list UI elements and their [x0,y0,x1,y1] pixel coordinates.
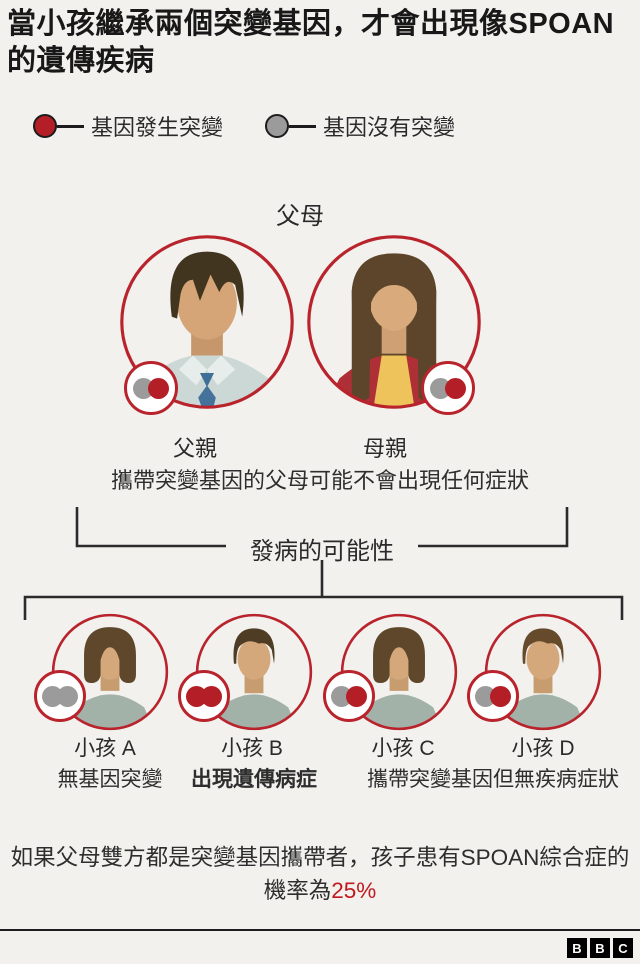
gene-dot-mutated [346,685,367,707]
footer-line1: 如果父母雙方都是突變基因攜帶者，孩子患有SPOAN綜合症的 [10,845,630,870]
footer-highlight: 25% [331,878,377,903]
child-d-avatar-graphic [484,613,602,731]
child-d-avatar [484,613,602,731]
child-b-avatar [195,613,313,731]
footer-divider [0,929,640,931]
legend-dash [57,124,84,128]
legend-dash [289,124,316,128]
bbc-logo: B B C [567,938,633,958]
mother-gene-badge [421,361,475,415]
child-b-avatar-graphic [195,613,313,731]
child-a-label: 小孩 A [74,737,136,760]
outcome-bracket-label: 發病的可能性 [250,538,394,565]
parents-caption: 攜帶突變基因的父母可能不會出現任何症狀 [110,468,529,493]
child-b-gene-badge [178,670,230,722]
child-a-avatar [51,613,169,731]
bbc-logo-block: C [613,938,633,958]
gene-dot-mutated [490,685,511,707]
gene-dot-mutated [201,685,222,707]
page-title: 當小孩繼承兩個突變基因，才會出現像SPOAN的遺傳疾病 [7,8,615,77]
mutated-gene-icon [33,114,57,138]
legend-item-mutated: 基因發生突變 [33,112,223,140]
father-label: 父親 [172,436,217,461]
father-gene-badge [124,361,178,415]
mother-avatar-graphic [307,235,481,409]
legend-label: 基因沒有突變 [323,115,456,140]
child-a-avatar-graphic [51,613,169,731]
parents-heading: 父母 [276,203,324,230]
gene-dot-mutated [445,377,466,399]
child-c-label: 小孩 C [371,737,435,760]
child-d-label: 小孩 D [511,737,575,760]
footer-note: 如果父母雙方都是突變基因攜帶者，孩子患有SPOAN綜合症的 機率為25% [10,841,630,907]
normal-gene-icon [265,114,289,138]
legend-item-normal: 基因沒有突變 [265,112,455,140]
bbc-logo-block: B [567,938,587,958]
child-b-label: 小孩 B [221,737,283,760]
child-d-gene-badge [467,670,519,722]
children-cd-shared-caption: 攜帶突變基因但無疾病症狀 [367,768,619,791]
bbc-logo-block: B [590,938,610,958]
mother-label: 母親 [362,436,407,461]
gene-dot-normal [57,685,78,707]
child-b-caption: 出現遺傳病症 [191,768,317,791]
child-a-caption: 無基因突變 [57,768,163,791]
child-a-gene-badge [34,670,86,722]
gene-dot-mutated [148,377,169,399]
footer-line2-prefix: 機率為 [263,878,332,903]
child-c-gene-badge [323,670,375,722]
legend-label: 基因發生突變 [91,115,224,140]
mother-avatar [306,234,482,410]
footer-line2: 機率為25% [10,874,630,907]
